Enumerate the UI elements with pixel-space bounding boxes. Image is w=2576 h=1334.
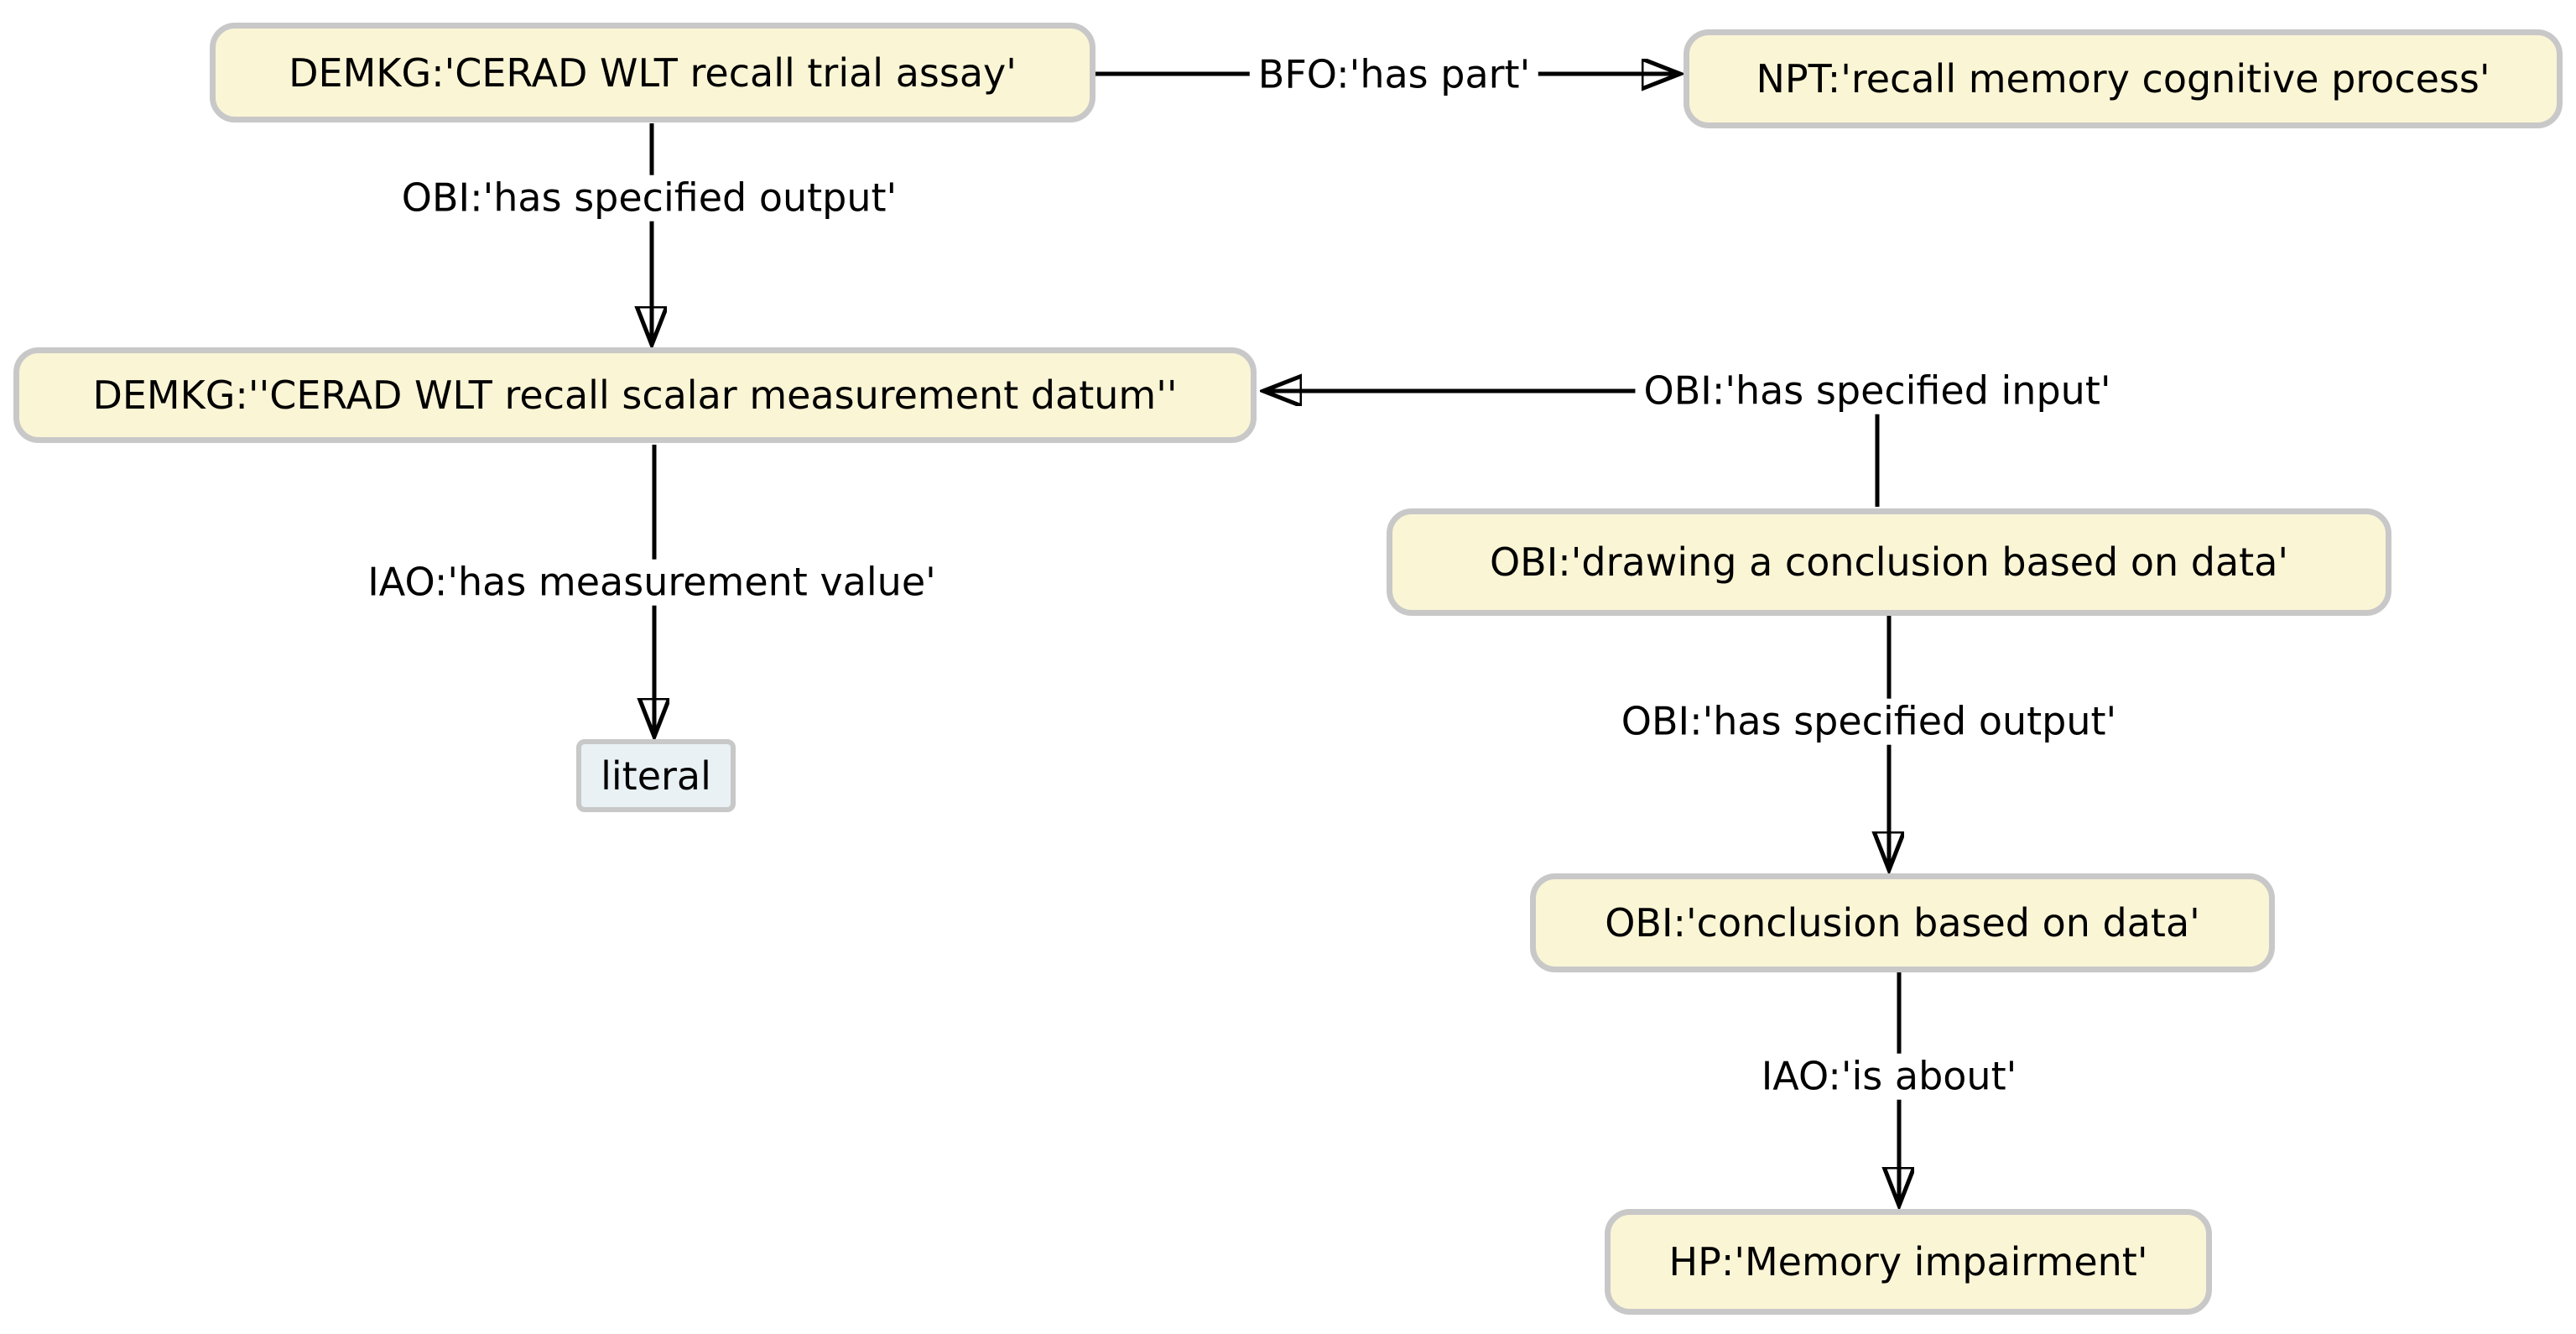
- edge-label-has-part: BFO:'has part': [1249, 51, 1539, 98]
- edge-label-has-measurement-value: IAO:'has measurement value': [359, 559, 945, 606]
- node-drawing-a-conclusion-based-on-data: OBI:'drawing a conclusion based on data': [1387, 508, 2391, 616]
- edge-label-has-specified-output-right: OBI:'has specified output': [1612, 698, 2126, 745]
- node-conclusion-based-on-data: OBI:'conclusion based on data': [1530, 873, 2275, 972]
- edge-label-is-about: IAO:'is about': [1752, 1053, 2026, 1100]
- node-memory-impairment: HP:'Memory impairment': [1605, 1209, 2212, 1315]
- node-cerad-wlt-recall-scalar-measurement-datum: DEMKG:''CERAD WLT recall scalar measurem…: [13, 347, 1257, 443]
- edge-label-has-specified-output-left: OBI:'has specified output': [393, 175, 906, 221]
- node-cerad-wlt-recall-trial-assay: DEMKG:'CERAD WLT recall trial assay': [210, 23, 1095, 122]
- node-literal: literal: [576, 739, 736, 812]
- node-recall-memory-cognitive-process: NPT:'recall memory cognitive process': [1684, 29, 2563, 128]
- edge-label-has-specified-input: OBI:'has specified input': [1635, 367, 2120, 414]
